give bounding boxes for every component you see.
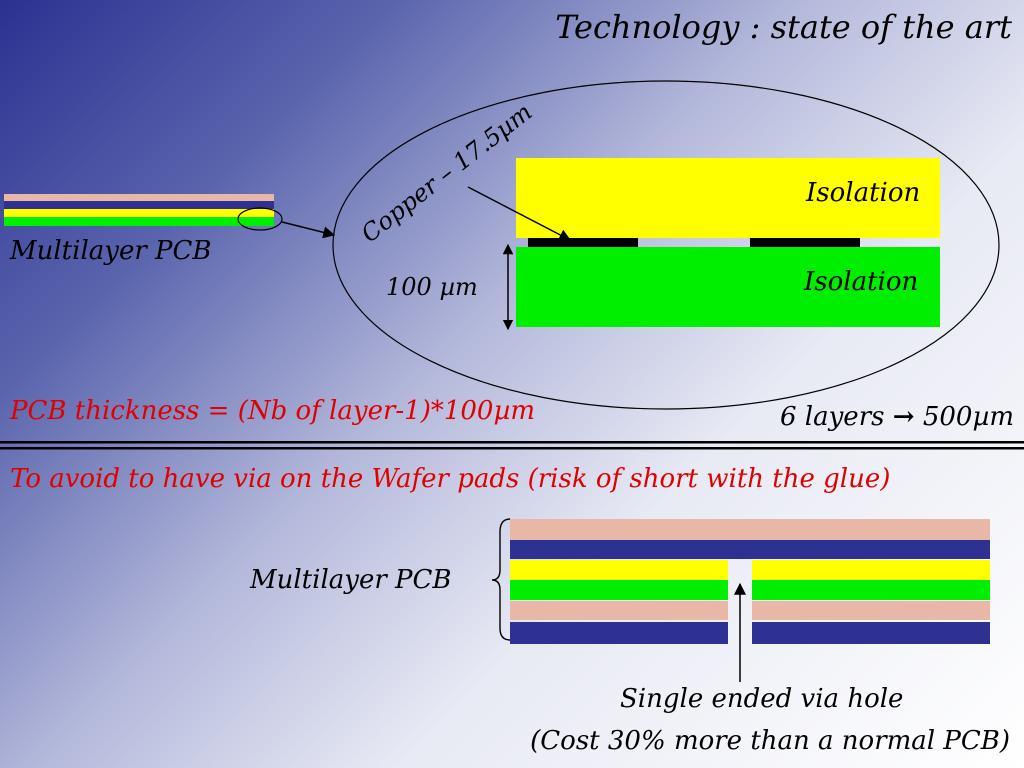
section-divider-top (0, 441, 1024, 444)
thickness-dimension-label: 100 µm (386, 273, 478, 301)
zoom-ellipse-large (332, 80, 1000, 410)
isolation-top-label: Isolation (806, 178, 921, 208)
small-pcb-stack (4, 194, 274, 226)
isolation-bottom-layer (516, 247, 940, 327)
via-hole-caption: Single ended via hole (620, 684, 904, 714)
isolation-top-layer (516, 158, 940, 238)
section-divider-bottom (0, 447, 1024, 450)
copper-trace-left (528, 238, 638, 247)
right-arrow-icon: → (892, 402, 915, 432)
zoom-ellipse-small (237, 207, 283, 231)
cost-caption: (Cost 30% more than a normal PCB) (530, 726, 1010, 756)
isolation-bottom-label: Isolation (804, 267, 919, 297)
copper-trace-right (750, 238, 860, 247)
zoom-arrow (281, 221, 336, 239)
large-pcb-stack (510, 519, 990, 644)
thickness-formula: PCB thickness = (Nb of layer-1)*100µm (10, 396, 536, 426)
multilayer-pcb-label-large: Multilayer PCB (250, 565, 452, 595)
layers-result: 500µm (922, 402, 1014, 432)
multilayer-pcb-label: Multilayer PCB (10, 236, 212, 266)
copper-pointer (467, 186, 572, 241)
via-intro-text: To avoid to have via on the Wafer pads (… (10, 464, 891, 494)
layers-note: 6 layers → 500µm (780, 402, 1014, 432)
layers-count: 6 layers (780, 402, 885, 432)
pcb-brace (491, 518, 511, 641)
slide-title: Technology : state of the art (555, 8, 1012, 46)
